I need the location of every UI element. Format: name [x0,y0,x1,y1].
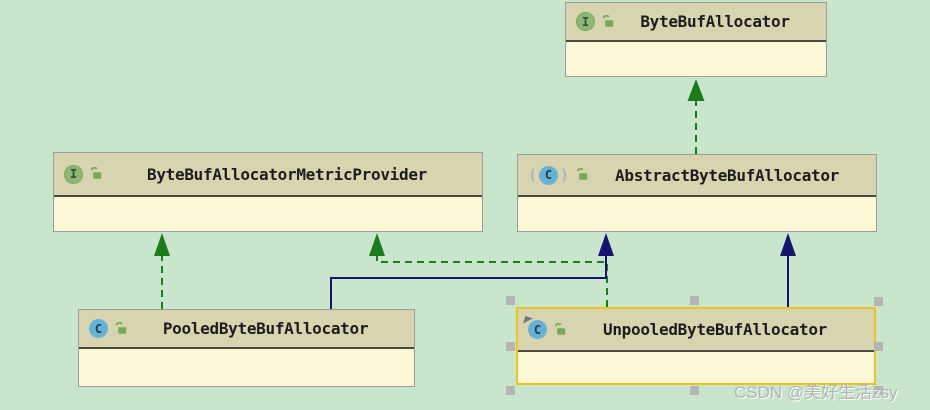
edge-unpooled-implements-metricprovider [369,233,608,307]
node-body[interactable] [79,349,414,386]
node-body[interactable] [518,352,874,383]
final-marker-icon [522,315,534,327]
node-header[interactable]: C PooledByteBufAllocator [79,310,414,349]
public-lock-icon [576,168,590,182]
public-lock-icon [602,14,616,29]
class-name: PooledByteBufAllocator [162,319,369,338]
class-name: UnpooledByteBufAllocator [603,320,827,339]
public-lock-icon [115,321,129,336]
node-header[interactable]: I ByteBufAllocator [566,3,826,42]
selection-handle-top-right[interactable] [874,297,883,306]
node-bytebufallocator[interactable]: I ByteBufAllocator [565,2,827,77]
icon-cluster: C [89,319,129,338]
public-lock-icon [90,167,104,181]
selection-handle-mid-right[interactable] [874,342,883,351]
selection-handle-bottom-left[interactable] [506,386,515,395]
class-name: ByteBufAllocatorMetricProvider [147,164,427,184]
selection-handle-bottom-right[interactable] [874,386,883,395]
class-icon: C [89,319,108,338]
icon-cluster: I [64,164,104,184]
icon-cluster: C [522,315,568,339]
node-header[interactable]: C UnpooledByteBufAllocator [518,309,874,352]
edge-pooled-extends-abstract [330,233,614,309]
node-pooledbytebufallocator[interactable]: C PooledByteBufAllocator [78,309,415,387]
node-abstractbytebufallocator[interactable]: ( C ) AbstractByteBufAllocator [517,154,877,232]
interface-icon: I [64,164,83,184]
node-body[interactable] [518,197,876,231]
abstract-paren: ) [560,165,570,184]
node-bytebufallocatormetricprovider[interactable]: I ByteBufAllocatorMetricProvider [53,152,483,232]
node-body[interactable] [566,42,826,76]
selection-handle-bottom-mid[interactable] [690,386,699,395]
node-unpooledbytebufallocator[interactable]: C UnpooledByteBufAllocator [516,307,876,385]
abstract-class-icon: C [539,165,559,185]
csdn-watermark: CSDN @美好生活zsy [734,383,898,402]
selection-handle-top-mid[interactable] [690,296,699,305]
node-header[interactable]: I ByteBufAllocatorMetricProvider [54,153,482,197]
public-lock-icon [554,322,568,337]
selection-handle-top-left[interactable] [506,296,515,305]
edge-unpooled-extends-abstract [780,233,796,307]
abstract-paren: ( [528,165,538,184]
icon-cluster: ( C ) [528,165,590,185]
class-icon: C [522,315,547,339]
edge-abstract-implements-bytebufallocator [687,79,705,154]
node-body[interactable] [54,197,482,231]
interface-icon: I [576,12,595,31]
icon-cluster: I [576,12,616,31]
class-name: AbstractByteBufAllocator [615,165,840,185]
selection-handle-mid-left[interactable] [506,342,515,351]
node-header[interactable]: ( C ) AbstractByteBufAllocator [518,155,876,197]
class-name: ByteBufAllocator [640,12,790,31]
edge-pooled-implements-metricprovider [154,233,170,309]
